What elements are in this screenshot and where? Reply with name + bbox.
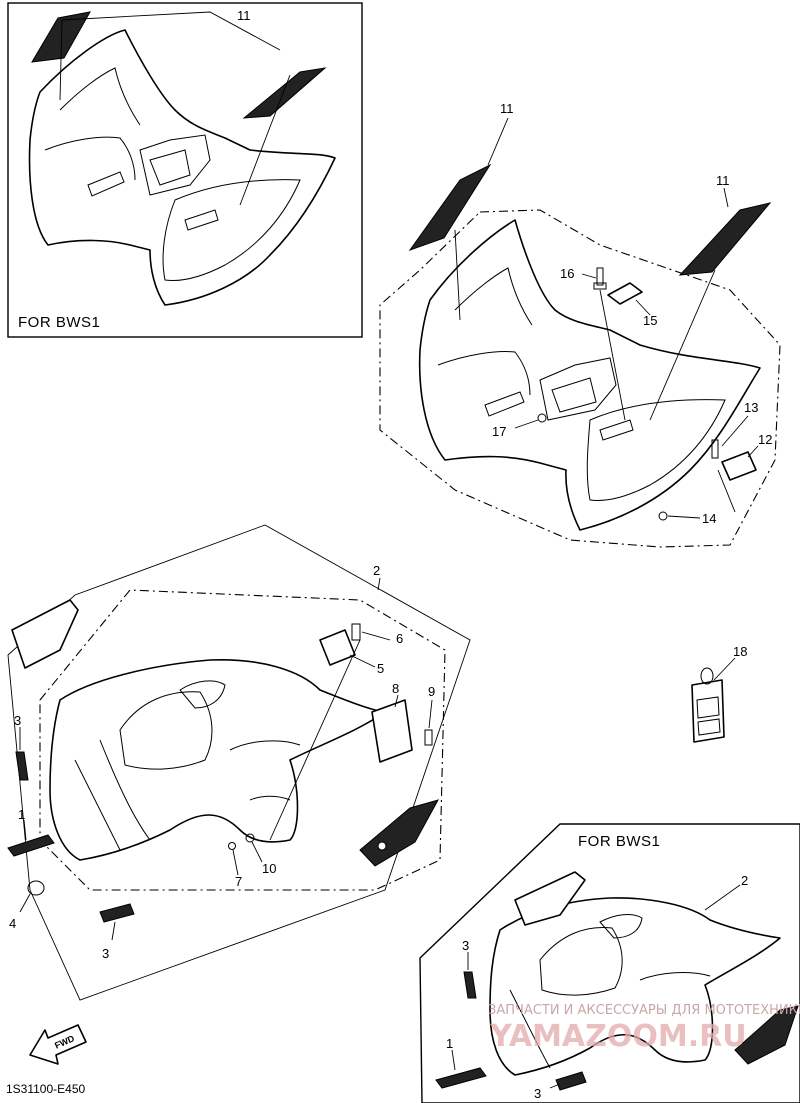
callout-16: 16 (560, 266, 574, 281)
warning-tag-18: 18 (691, 644, 747, 743)
plate-8 (371, 699, 413, 763)
rear-fender-drawing-inset (28, 29, 336, 306)
plate-12 (721, 451, 757, 481)
clip-7 (228, 842, 236, 850)
decal-2-outline (11, 599, 79, 669)
callout-17: 17 (492, 424, 506, 439)
front-fender-drawing (49, 658, 386, 861)
callout-11-top: 11 (500, 101, 514, 116)
decal-11-left (408, 163, 492, 251)
callout-3-inset-upper: 3 (462, 938, 469, 953)
variant-label-bottom-right: FOR BWS1 (578, 833, 660, 850)
callout-2-inset: 2 (741, 873, 748, 888)
watermark-caption: ЗАПЧАСТИ И АКСЕССУАРЫ ДЛЯ МОТОТЕХНИКИ (488, 1003, 800, 1018)
callout-3-inset-lower: 3 (534, 1086, 541, 1101)
cap-4 (27, 880, 45, 896)
callout-14: 14 (702, 511, 716, 526)
callout-3-lower: 3 (102, 946, 109, 961)
front-fender-drawing-inset (489, 897, 781, 1076)
callout-9: 9 (428, 684, 435, 699)
callout-15: 15 (643, 313, 657, 328)
front-fender-dashed-boundary (39, 589, 446, 891)
callout-10: 10 (262, 861, 276, 876)
side-decal-right (359, 799, 440, 867)
bolt-16 (596, 267, 604, 286)
fwd-arrow-icon (29, 1024, 87, 1065)
variant-label-top-left: FOR BWS1 (18, 314, 100, 331)
callout-4: 4 (9, 916, 16, 931)
decal-1 (7, 834, 55, 857)
decal-2-inset (514, 871, 586, 926)
grommet-17 (537, 413, 547, 423)
callout-7: 7 (235, 874, 242, 889)
callout-2: 2 (373, 563, 380, 578)
inset-rear-fender-bws1: 11 FOR BWS1 (7, 2, 363, 338)
callout-12: 12 (758, 432, 772, 447)
rear-fender-drawing (418, 219, 761, 531)
screw-6 (351, 623, 361, 641)
callout-13: 13 (744, 400, 758, 415)
callout-6: 6 (396, 631, 403, 646)
side-decal-inset (734, 1005, 799, 1065)
decal-3-upper (15, 751, 29, 781)
decal-11-inset-left (31, 11, 91, 63)
decal-1-inset (435, 1067, 487, 1089)
callout-5: 5 (377, 661, 384, 676)
callout-1-inset: 1 (446, 1036, 453, 1051)
watermark-logo: YAMAZOOM.RU (489, 1019, 747, 1054)
plate-15 (607, 282, 643, 305)
grommet-10 (245, 833, 255, 843)
decal-3-lower (99, 903, 135, 923)
callout-1: 1 (18, 807, 25, 822)
fwd-indicator: FWD (29, 1024, 87, 1065)
decal-11-inset-right (242, 67, 327, 119)
callout-18: 18 (733, 644, 747, 659)
rear-fender-exploded: 11 11 16 15 17 12 13 14 (379, 101, 781, 548)
screw-13 (711, 439, 719, 459)
front-fender-group-outline (7, 524, 471, 1001)
screw-9 (424, 729, 433, 746)
callout-3-upper: 3 (14, 713, 21, 728)
plate-5 (319, 629, 356, 666)
callout-8: 8 (392, 681, 399, 696)
inset-frame-bottom-right (419, 823, 800, 1103)
inset-frame-top-left (7, 2, 363, 338)
rear-fender-dashed-boundary (379, 209, 781, 548)
decal-11-right (678, 202, 772, 276)
decal-3-inset-lower (555, 1071, 587, 1091)
decal-3-inset-upper (463, 971, 477, 999)
drawing-code: 1S31100-E450 (6, 1082, 86, 1096)
callout-11-right: 11 (716, 173, 730, 188)
inset-front-fender-bws1: FOR BWS1 2 3 1 3 ЗАПЧАСТИ И АКСЕССУАРЫ Д… (419, 823, 800, 1103)
grommet-14 (658, 511, 668, 521)
front-fender-exploded: 2 6 5 8 9 7 10 3 1 4 3 (7, 524, 471, 1001)
callout-11-inset: 11 (237, 8, 251, 23)
